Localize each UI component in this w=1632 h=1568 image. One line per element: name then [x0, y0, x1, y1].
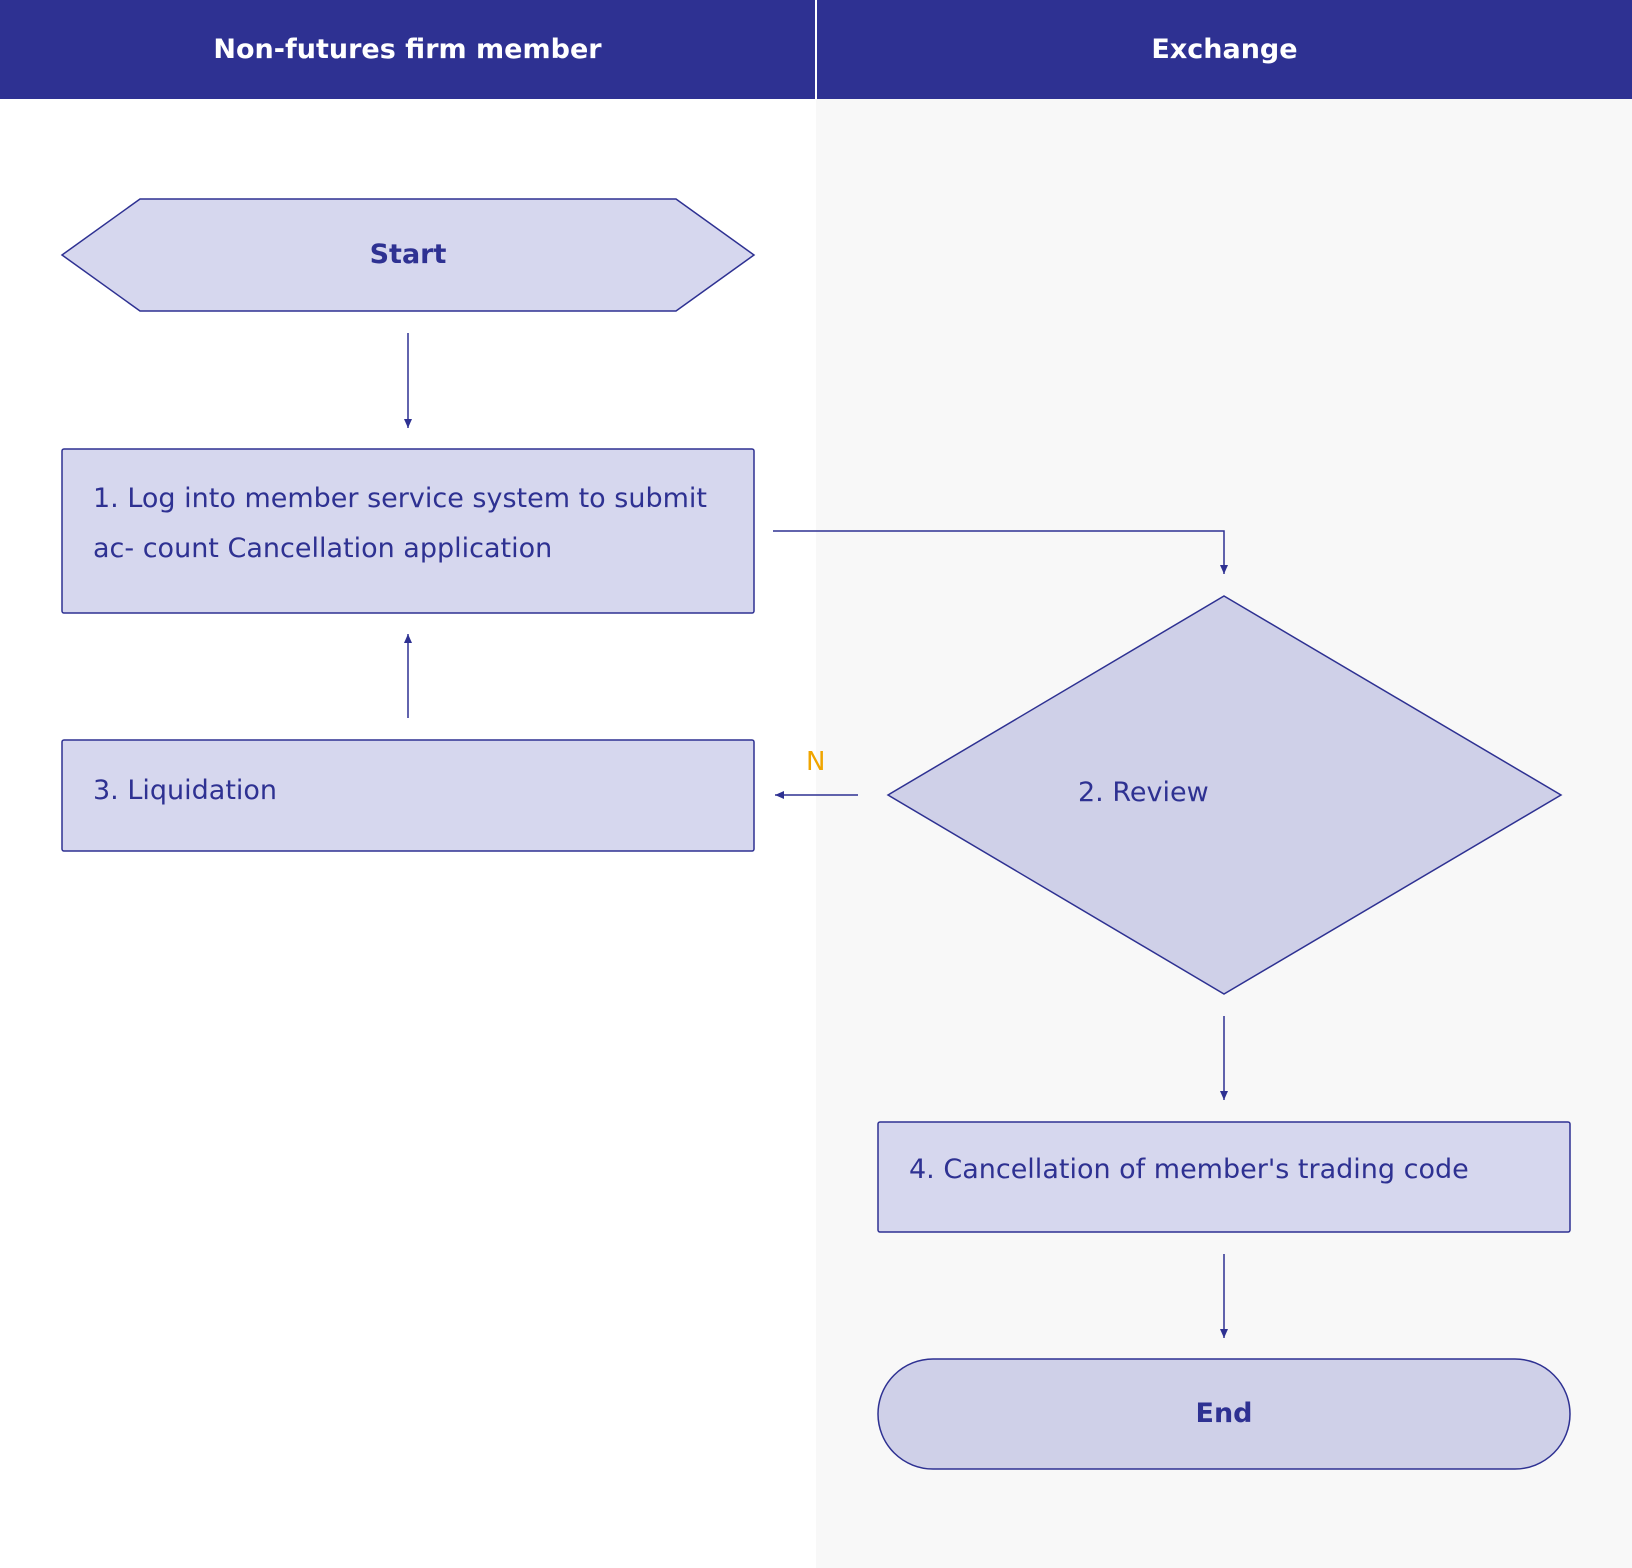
start-node-shape	[60, 198, 756, 312]
step3-label: 3. Liquidation	[93, 775, 278, 806]
step2-node-shape	[886, 595, 1563, 995]
lane-header-member: Non-futures firm member	[0, 0, 815, 99]
step1-label: 1. Log into member service system to sub…	[93, 483, 707, 564]
arrow-step1-to-review	[773, 530, 1228, 574]
review-no-label: N	[806, 747, 826, 777]
lane-divider	[815, 0, 817, 99]
step4-label: 4. Cancellation of member's trading code	[909, 1154, 1469, 1185]
step2-label: 2. Review	[1078, 777, 1209, 808]
end-node-shape	[877, 1358, 1571, 1470]
end-label: End	[1195, 1398, 1253, 1429]
step1-node-shape	[61, 448, 755, 614]
start-label: Start	[369, 239, 447, 270]
lane-header-exchange: Exchange	[817, 0, 1632, 99]
step3-node-shape	[61, 739, 755, 852]
step4-node-shape	[877, 1121, 1571, 1233]
